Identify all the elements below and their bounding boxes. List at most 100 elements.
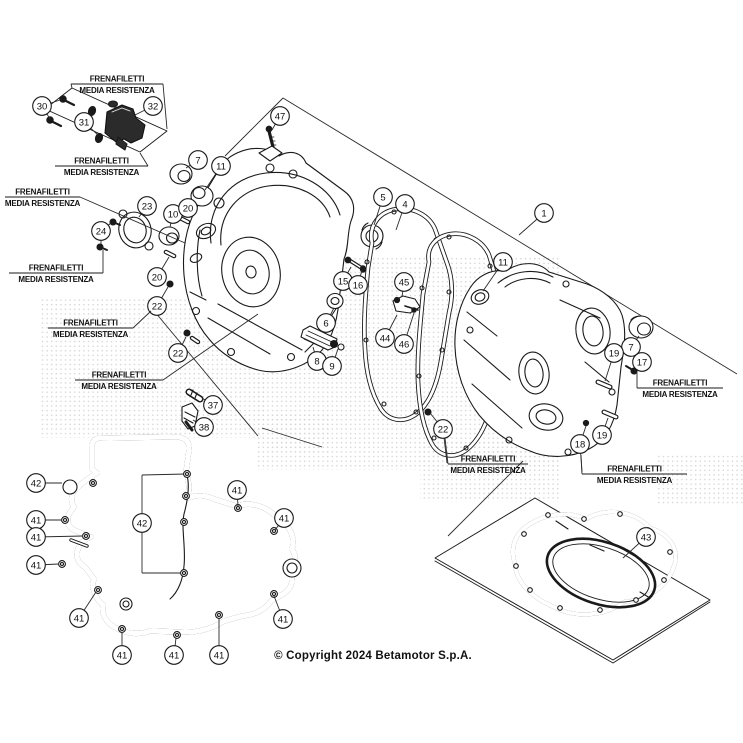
svg-text:FRENAFILETTI: FRENAFILETTI: [74, 157, 128, 166]
screw-17: [625, 365, 638, 375]
callout-18[interactable]: 18: [570, 434, 590, 454]
svg-text:6: 6: [323, 318, 328, 329]
callout-44[interactable]: 44: [375, 328, 395, 348]
callout-31[interactable]: 31: [74, 112, 94, 132]
svg-text:41: 41: [31, 515, 42, 526]
bushing-7-left: [169, 163, 193, 185]
svg-text:37: 37: [208, 400, 219, 411]
svg-text:44: 44: [380, 333, 391, 344]
svg-text:MEDIA RESISTENZA: MEDIA RESISTENZA: [64, 168, 140, 177]
callout-43[interactable]: 43: [636, 527, 656, 547]
svg-text:22: 22: [152, 301, 163, 312]
bolt-47: [265, 125, 277, 149]
frame-lines: [141, 97, 738, 574]
callout-23[interactable]: 23: [137, 196, 157, 216]
callout-19[interactable]: 19: [592, 425, 612, 445]
starter-bracket-group: [44, 87, 168, 153]
dowel-pins-19: [595, 379, 619, 420]
svg-text:41: 41: [169, 650, 180, 661]
svg-text:4: 4: [402, 199, 407, 210]
svg-text:FRENAFILETTI: FRENAFILETTI: [15, 188, 69, 197]
screw-18: [582, 419, 590, 427]
frame-line: [282, 97, 738, 375]
callout-20[interactable]: 20: [178, 198, 198, 218]
callout-41[interactable]: 41: [112, 645, 132, 665]
svg-text:41: 41: [74, 613, 85, 624]
copyright-text: © Copyright 2024 Betamotor S.p.A.: [274, 650, 472, 662]
svg-text:41: 41: [279, 513, 290, 524]
svg-text:23: 23: [142, 201, 153, 212]
svg-text:31: 31: [79, 117, 90, 128]
callout-11[interactable]: 11: [211, 156, 231, 176]
callout-5[interactable]: 5: [373, 187, 393, 207]
callout-38[interactable]: 38: [194, 417, 214, 437]
callout-32[interactable]: 32: [143, 96, 163, 116]
svg-text:MEDIA RESISTENZA: MEDIA RESISTENZA: [53, 330, 129, 339]
callout-16[interactable]: 16: [348, 275, 368, 295]
svg-text:MEDIA RESISTENZA: MEDIA RESISTENZA: [18, 275, 94, 284]
callout-20[interactable]: 20: [147, 267, 167, 287]
svg-text:7: 7: [195, 155, 200, 166]
svg-text:MEDIA RESISTENZA: MEDIA RESISTENZA: [81, 382, 157, 391]
callout-1[interactable]: 1: [534, 203, 554, 223]
callout-41[interactable]: 41: [274, 508, 294, 528]
oil-jet-bracket-45-46: [392, 295, 421, 314]
callout-42[interactable]: 42: [26, 473, 46, 493]
callout-19[interactable]: 19: [604, 343, 624, 363]
svg-text:41: 41: [31, 532, 42, 543]
callout-41[interactable]: 41: [69, 608, 89, 628]
bottom-gasket-bolt-holes: [58, 470, 278, 639]
svg-text:11: 11: [216, 161, 226, 172]
callout-37[interactable]: 37: [203, 395, 223, 415]
right-crankcase-drawing: [454, 263, 626, 457]
callout-45[interactable]: 45: [394, 272, 414, 292]
svg-text:MEDIA RESISTENZA: MEDIA RESISTENZA: [79, 86, 155, 95]
callout-17[interactable]: 17: [632, 352, 652, 372]
callout-7[interactable]: 7: [188, 150, 208, 170]
callout-22[interactable]: 22: [147, 296, 167, 316]
svg-text:46: 46: [399, 339, 410, 350]
callout-41[interactable]: 41: [164, 645, 184, 665]
bushing-6: [326, 292, 344, 310]
svg-text:1: 1: [541, 208, 546, 219]
svg-text:18: 18: [575, 439, 586, 450]
svg-text:5: 5: [380, 192, 385, 203]
callout-42[interactable]: 42: [132, 513, 152, 533]
callout-4[interactable]: 4: [395, 194, 415, 214]
callout-41[interactable]: 41: [227, 480, 247, 500]
callout-41[interactable]: 41: [273, 609, 293, 629]
callout-22[interactable]: 22: [433, 419, 453, 439]
svg-text:41: 41: [278, 614, 289, 625]
svg-text:FRENAFILETTI: FRENAFILETTI: [607, 465, 661, 474]
svg-text:17: 17: [637, 357, 648, 368]
callout-11[interactable]: 11: [493, 252, 513, 272]
callout-41[interactable]: 41: [26, 527, 46, 547]
callout-22[interactable]: 22: [168, 343, 188, 363]
frame-line: [224, 97, 284, 157]
callout-41[interactable]: 41: [26, 510, 46, 530]
svg-text:20: 20: [152, 272, 163, 283]
oil-jet-37-38: [181, 388, 204, 432]
svg-text:MEDIA RESISTENZA: MEDIA RESISTENZA: [450, 466, 526, 475]
callout-24[interactable]: 24: [91, 221, 111, 241]
svg-text:FRENAFILETTI: FRENAFILETTI: [90, 75, 144, 84]
thread-lock-notes: FRENAFILETTI MEDIA RESISTENZA FRENAFILETTI…: [5, 75, 723, 485]
callout-47[interactable]: 47: [270, 106, 290, 126]
callout-9[interactable]: 9: [322, 356, 342, 376]
shaft-8-9: [300, 325, 345, 351]
svg-text:19: 19: [597, 430, 608, 441]
svg-text:10: 10: [168, 209, 179, 220]
callout-46[interactable]: 46: [394, 334, 414, 354]
svg-text:45: 45: [399, 277, 410, 288]
callout-30[interactable]: 30: [32, 96, 52, 116]
gasket-kit-panel-43: [434, 497, 711, 664]
callout-6[interactable]: 6: [316, 313, 336, 333]
note-starter-bottom: FRENAFILETTI MEDIA RESISTENZA: [55, 152, 149, 177]
svg-text:11: 11: [498, 257, 508, 268]
callout-41[interactable]: 41: [26, 555, 46, 575]
callout-41[interactable]: 41: [209, 645, 229, 665]
